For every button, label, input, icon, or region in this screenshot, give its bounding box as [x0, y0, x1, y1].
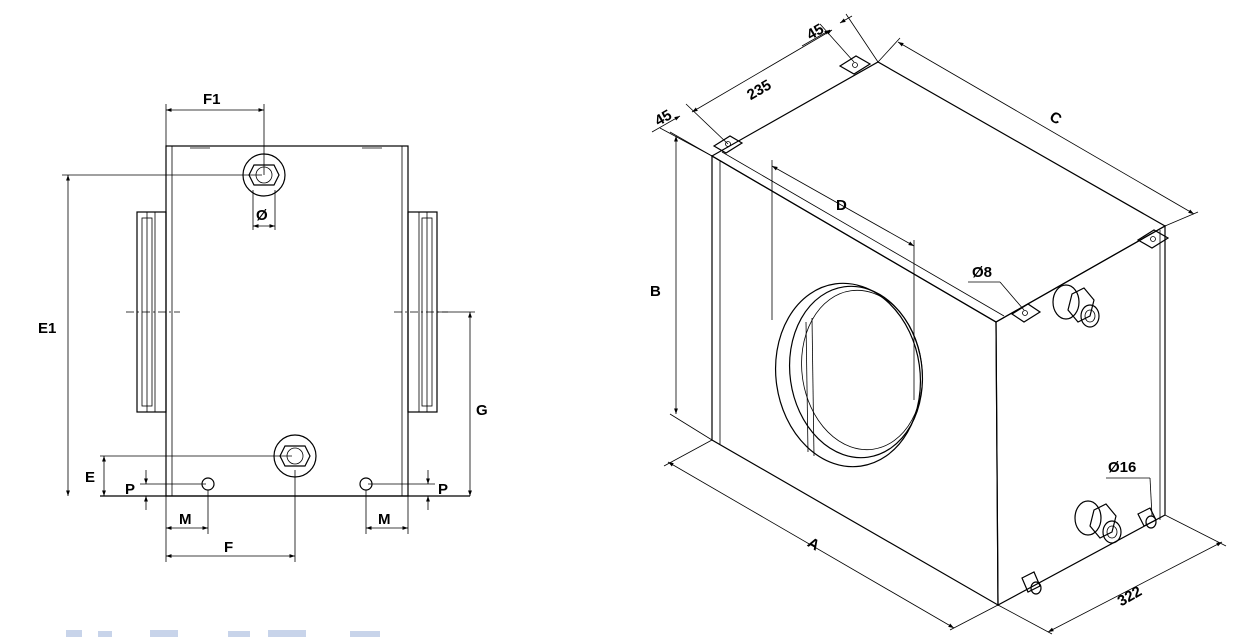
label-f1: F1: [203, 91, 221, 108]
label-c: C: [1047, 108, 1065, 128]
label-45-left: 45: [652, 107, 675, 130]
label-d16: Ø16: [1108, 459, 1136, 476]
label-f: F: [224, 539, 233, 556]
mounting-tab-top-left: [712, 135, 744, 154]
dim-235: 235: [685, 29, 833, 145]
dim-e1: E1: [38, 174, 262, 496]
leader-d16: Ø16: [1106, 459, 1153, 517]
label-d: D: [836, 197, 847, 214]
dim-f: F: [166, 470, 296, 562]
dim-d: D: [771, 160, 915, 400]
label-m-right: M: [378, 511, 391, 528]
dim-g: G: [437, 311, 488, 496]
dim-c: C: [877, 37, 1199, 227]
dim-45-left: 45: [651, 107, 713, 157]
drain-stub-lower: [1021, 571, 1042, 595]
label-m-left: M: [179, 511, 192, 528]
dim-p-left: P: [125, 470, 206, 510]
label-e: E: [85, 469, 95, 486]
dim-322: 322: [997, 514, 1227, 635]
mounting-tab-top-back: [838, 55, 872, 75]
duct-collar: [774, 282, 924, 468]
iso-body: [710, 61, 1167, 607]
dim-m-left: M: [165, 490, 209, 562]
dim-45-top: 45: [801, 13, 879, 63]
cropped-caption-fragment: [66, 630, 380, 637]
pipe-connection-upper: [1052, 284, 1100, 328]
label-d8: Ø8: [972, 264, 992, 281]
label-diameter: Ø: [256, 207, 268, 224]
mounting-tab-right-front: [1010, 303, 1042, 323]
right-spigot: [394, 211, 448, 413]
label-p-right: P: [438, 481, 448, 498]
dim-f1: F1: [165, 91, 265, 175]
dim-b: B: [650, 131, 713, 441]
drain-stub-upper: [1137, 507, 1157, 529]
mounting-tab-right-back: [1136, 229, 1170, 249]
front-view: F1 Ø E1 G E: [38, 91, 488, 562]
isometric-view: 45 235 45 C D: [650, 13, 1227, 635]
label-e1: E1: [38, 320, 56, 337]
label-322: 322: [1115, 583, 1145, 610]
label-235: 235: [744, 77, 774, 104]
left-spigot: [126, 211, 180, 413]
leader-d8: Ø8: [968, 264, 1025, 311]
label-p-left: P: [125, 481, 135, 498]
dim-m-right: M: [365, 490, 409, 534]
dim-diameter: Ø: [252, 190, 276, 230]
dim-e: E: [85, 455, 292, 496]
pipe-connection-lower: [1074, 500, 1122, 544]
label-g: G: [476, 402, 488, 419]
label-a: A: [805, 534, 823, 554]
label-b: B: [650, 283, 661, 300]
front-body: [165, 145, 409, 497]
dim-a: A: [663, 439, 999, 631]
dim-p-right: P: [368, 470, 448, 510]
